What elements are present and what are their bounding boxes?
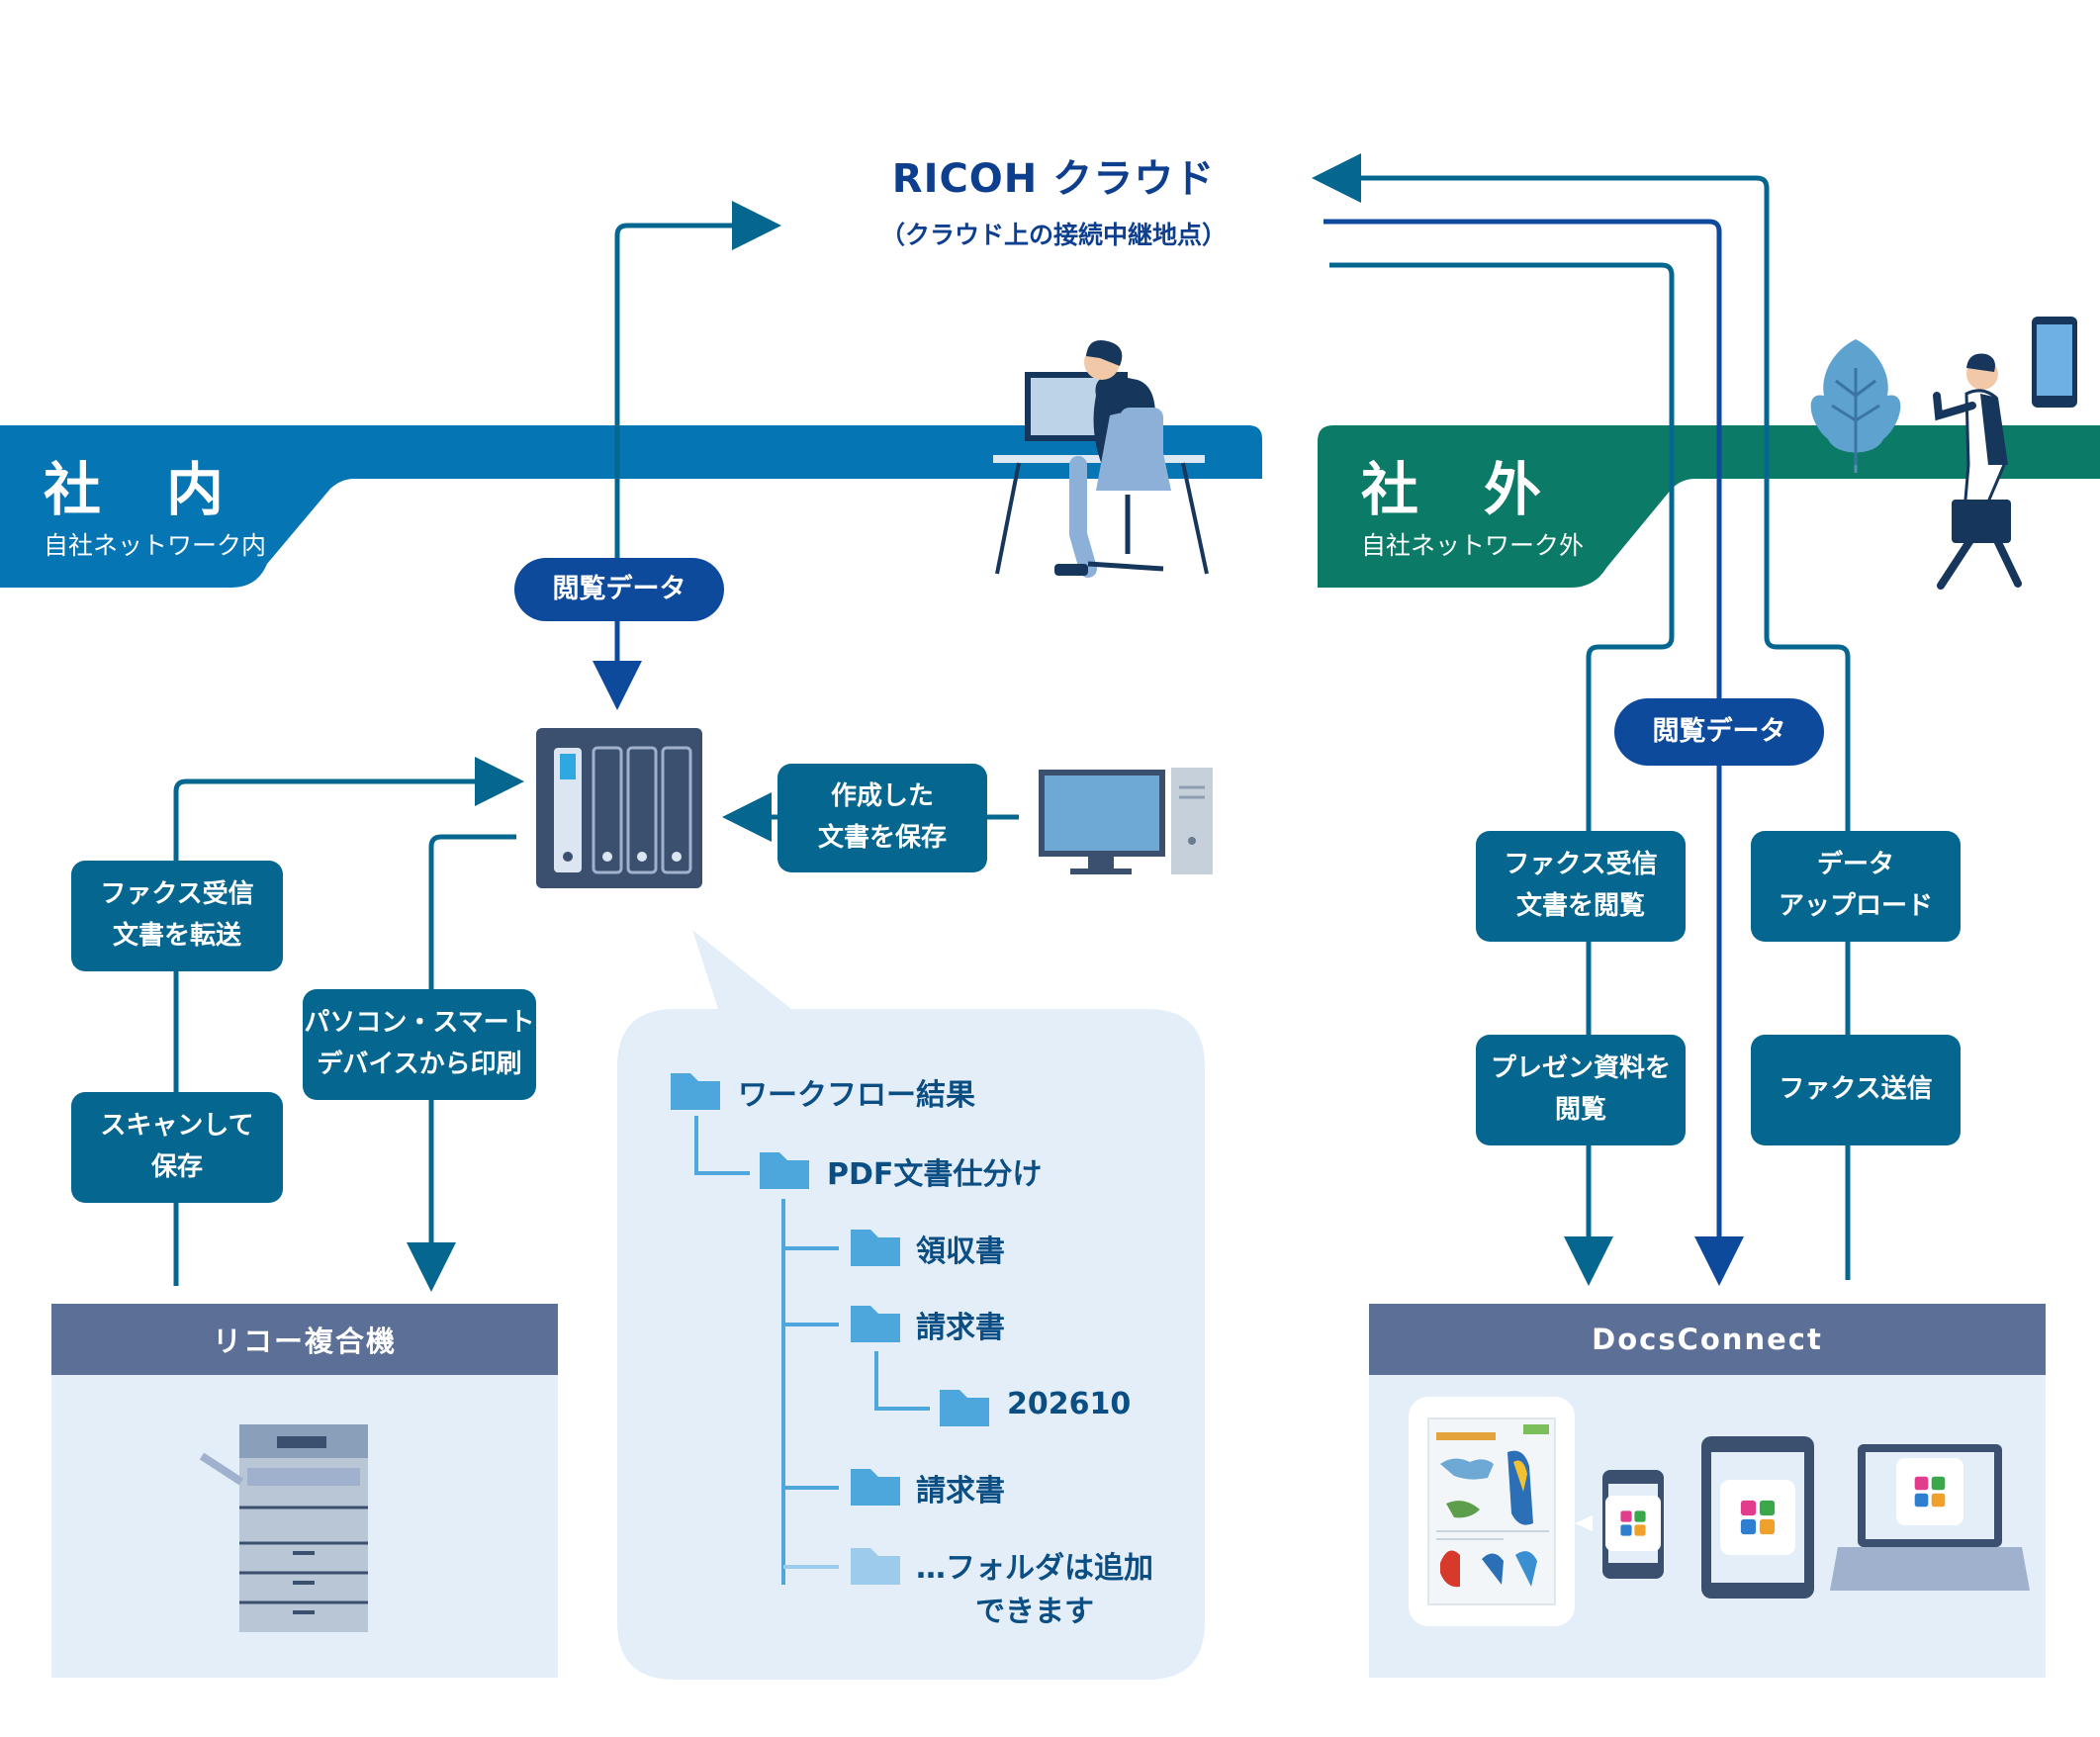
internal-zone-title: 社 内 xyxy=(44,456,228,523)
arrow-nas-to-mfp xyxy=(407,834,516,1292)
folder-tree-bubble xyxy=(617,930,1205,1680)
smartphone-icon xyxy=(2032,317,2077,408)
walking-person-icon xyxy=(1933,353,2022,590)
desktop-pc-icon xyxy=(1039,768,1213,874)
fax-send-label: ファクス送信 xyxy=(1751,1035,1961,1145)
internal-zone-band xyxy=(0,425,1262,588)
app-logo-icon xyxy=(1605,1496,1661,1551)
multifunction-printer-icon xyxy=(199,1424,368,1632)
folder-invoice-label-2: 請求書 xyxy=(916,1474,1005,1508)
cloud-subtitle: （クラウド上の接続中継地点） xyxy=(879,221,1227,249)
app-logo-icon xyxy=(1720,1480,1795,1555)
scan-save-label: スキャンして 保存 xyxy=(71,1092,283,1203)
view-data-badge-left: 閲覧データ xyxy=(514,558,724,621)
folder-invoice-label: 請求書 xyxy=(916,1311,1005,1345)
print-from-device-label: パソコン・スマート デバイスから印刷 xyxy=(303,989,536,1100)
person-at-desk-icon xyxy=(993,340,1209,578)
app-logo-icon xyxy=(1896,1458,1963,1525)
internal-zone-subtitle: 自社ネットワーク内 xyxy=(44,531,267,560)
arrow-right-inner xyxy=(1329,262,1675,1286)
document-preview xyxy=(1409,1397,1575,1626)
presentation-view-label: プレゼン資料を 閲覧 xyxy=(1476,1035,1686,1145)
external-zone-subtitle: 自社ネットワーク外 xyxy=(1361,531,1585,560)
arrow-right-middle xyxy=(1324,219,1744,1286)
folder-receipt-label: 領収書 xyxy=(916,1234,1005,1269)
mfp-panel-header: リコー複合機 xyxy=(51,1304,558,1375)
docsconnect-panel-header: DocsConnect xyxy=(1369,1304,2046,1375)
folder-pdf-label: PDF文書仕分け xyxy=(827,1157,1043,1192)
cloud-title: RICOH クラウド xyxy=(891,156,1216,202)
arrow-mfp-to-nas xyxy=(173,757,524,1286)
external-zone-band xyxy=(1318,425,2100,588)
folder-more-label: …フォルダは追加 できます xyxy=(916,1551,1153,1629)
folder-sub-label: 202610 xyxy=(1007,1387,1132,1421)
external-zone-title: 社 外 xyxy=(1361,456,1546,523)
data-upload-label: データ アップロード xyxy=(1751,831,1961,942)
tree-icon xyxy=(1810,339,1901,473)
view-data-badge-right: 閲覧データ xyxy=(1614,698,1824,766)
folder-tree-lines xyxy=(694,1116,930,1585)
folder-root-label: ワークフロー結果 xyxy=(738,1078,975,1113)
nas-icon xyxy=(536,728,702,888)
arrow-to-cloud-left xyxy=(614,201,781,678)
save-created-label: 作成した 文書を保存 xyxy=(777,764,987,872)
folder-icon xyxy=(671,1073,989,1585)
fax-forward-label: ファクス受信 文書を転送 xyxy=(71,861,283,971)
app-logo-icon xyxy=(1605,1458,1963,1555)
fax-view-label: ファクス受信 文書を閲覧 xyxy=(1476,831,1686,942)
arrow-right-outer xyxy=(1312,153,1851,1280)
